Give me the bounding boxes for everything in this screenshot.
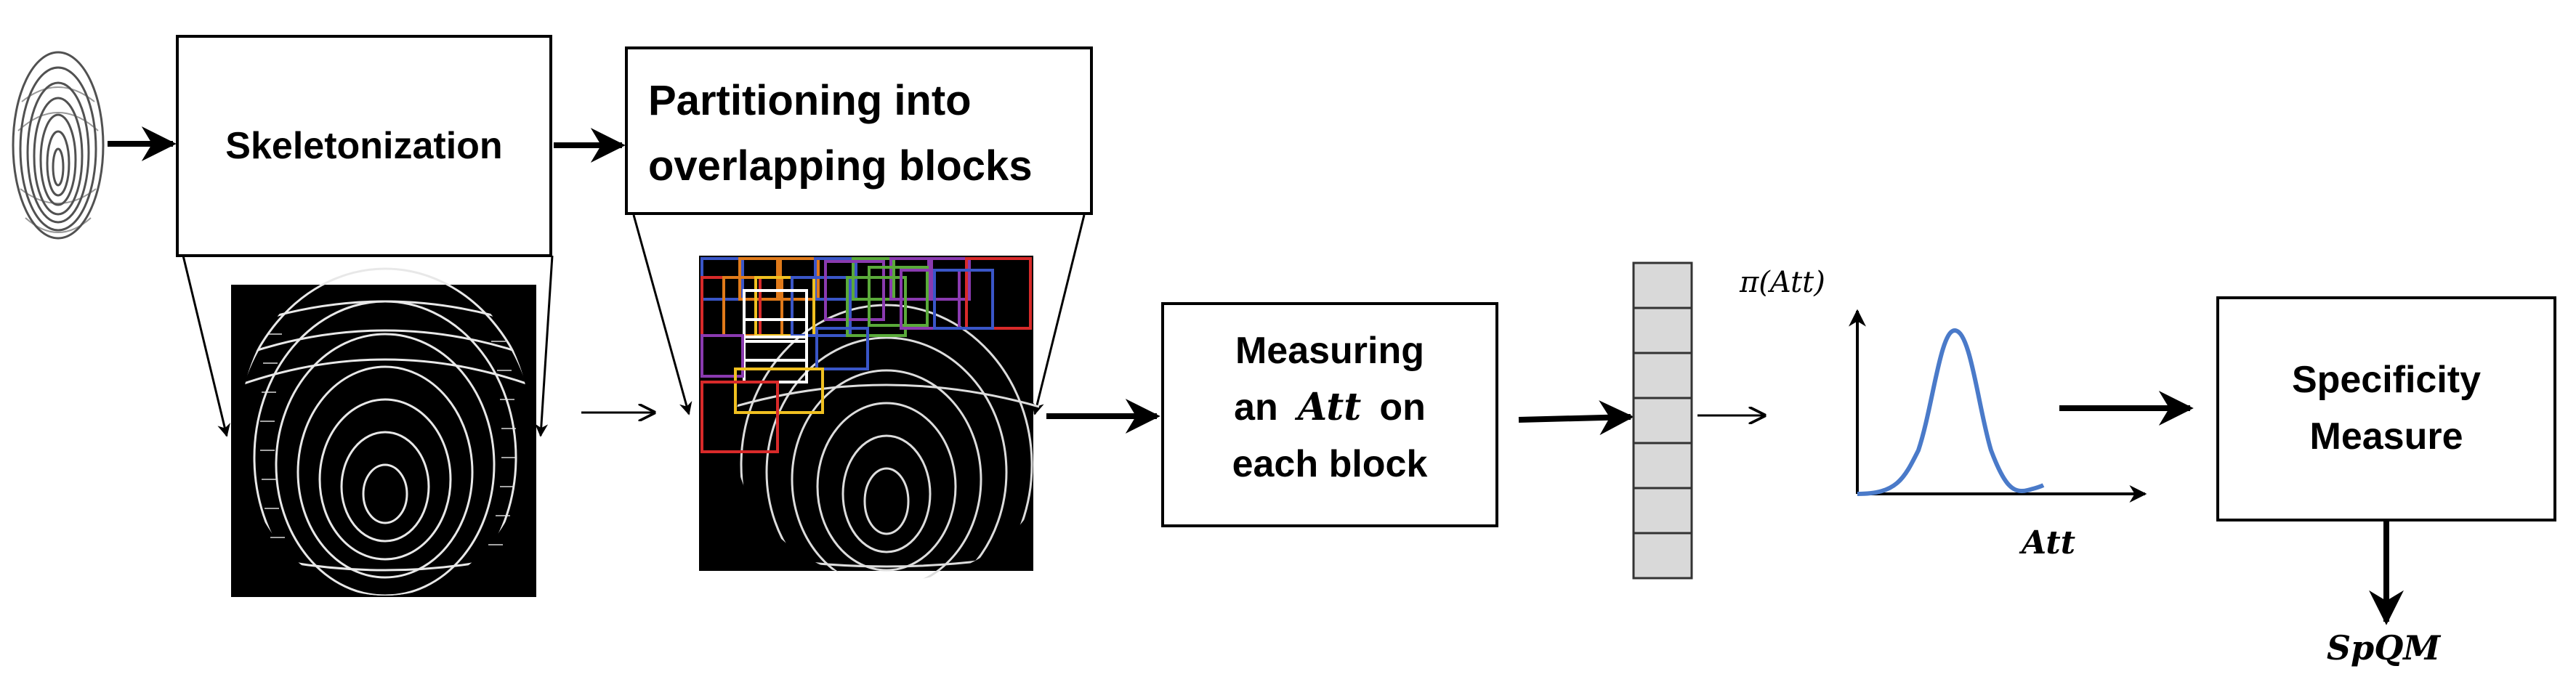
skeletonization-label: Skeletonization [225,125,502,167]
partitioning-label-line1: Partitioning into [648,77,972,124]
specificity-label-line1: Specificity [2292,359,2481,401]
measuring-box: Measuring an Att on each block [1161,302,1498,527]
projection-line [632,214,693,415]
plot-x-label: Att [2019,524,2075,561]
projection-line [535,255,554,437]
arrow-measuring-to-vector [1518,400,1634,436]
partitioning-label-line2: overlapping blocks [648,142,1033,190]
partitioning-box: Partitioning into overlapping blocks [625,46,1093,215]
measuring-label-line1: Measuring [1235,330,1424,372]
distribution-plot: π(Att) Att [1739,266,2147,561]
measuring-label-line3: each block [1232,443,1428,485]
measuring-label-prefix: an [1234,386,1278,429]
partitioned-blocks-image [699,256,1040,581]
fingerprint-icon [12,51,105,240]
feature-vector-icon [1632,261,1693,580]
measuring-label-suffix: on [1379,386,1426,429]
measuring-label-line2: an Att on [1234,385,1426,429]
output-label: SpQM [2327,628,2442,667]
skeleton-image [231,267,536,597]
projection-line [182,255,230,437]
specificity-label-line2: Measure [2310,415,2463,458]
projection-line [1031,214,1086,415]
skeletonization-box: Skeletonization [176,35,552,257]
measuring-label-att: Att [1294,385,1361,429]
plot-y-label: π(Att) [1739,266,1825,299]
specificity-measure-box: Specificity Measure [2216,296,2556,521]
plot-distribution-curve [1857,328,2045,496]
